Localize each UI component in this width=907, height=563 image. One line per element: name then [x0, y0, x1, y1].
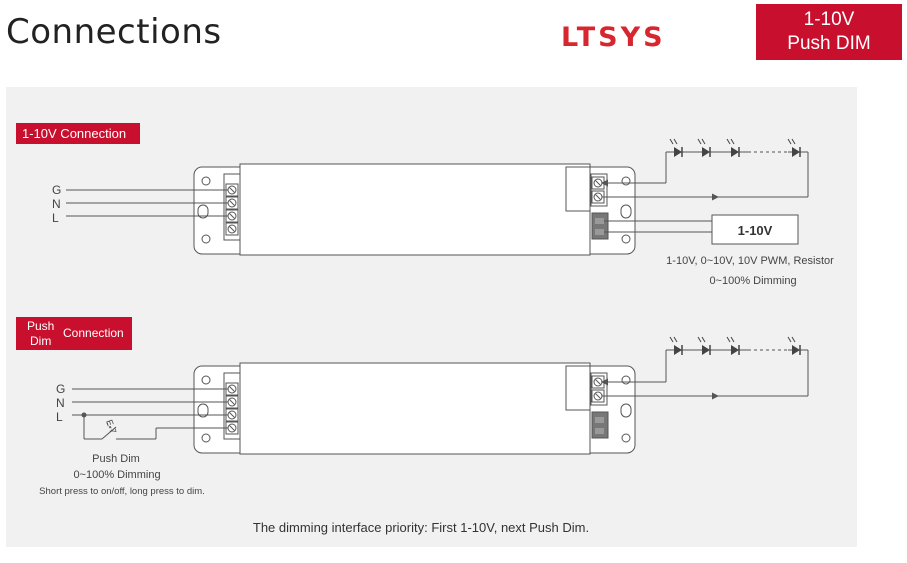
push-dim-note-2: 0~100% Dimming [73, 469, 160, 481]
section2-label-connection: Connection [63, 326, 124, 340]
page-title: Connections [6, 12, 222, 52]
switch-symbol-label: E-7 [104, 418, 118, 435]
push-switch: E-7 [81, 412, 228, 440]
section2-label-dim: Dim [30, 334, 51, 348]
wire-label-g-2: G [56, 382, 65, 396]
badge-line-1: 1-10V [803, 9, 855, 30]
wire-label-g-1: G [52, 183, 61, 197]
dimmer-note-1: 1-10V, 0~10V, 10V PWM, Resistor [666, 255, 834, 267]
dimmer-note-2: 0~100% Dimming [709, 275, 796, 287]
section1-label: 1-10V Connection [22, 126, 126, 141]
led-string-1 [601, 138, 809, 201]
badge-line-2: Push DIM [787, 33, 871, 54]
section1-label-bg [16, 123, 140, 144]
wire-label-l-1: L [52, 211, 59, 225]
mode-badge: 1-10V Push DIM [756, 4, 902, 60]
brand-logo: LTSYS [561, 22, 666, 53]
diagram-panel: 1-10V Connection G N L [6, 87, 857, 547]
wire-label-n-2: N [56, 396, 65, 410]
priority-note: The dimming interface priority: First 1-… [253, 520, 589, 535]
driver-1 [193, 163, 636, 256]
section2-label-bg [16, 317, 132, 350]
wire-label-n-1: N [52, 197, 61, 211]
led-string-2 [601, 336, 809, 400]
push-dim-note-3: Short press to on/off, long press to dim… [39, 486, 205, 497]
push-dim-note-1: Push Dim [92, 453, 140, 465]
driver-2 [193, 362, 636, 455]
wiring-diagram: 1-10V Connection G N L [16, 123, 834, 535]
dimmer-box-label: 1-10V [738, 223, 773, 238]
wire-label-l-2: L [56, 410, 63, 424]
dimmer-box [711, 214, 799, 245]
section2-label-push: Push [27, 319, 54, 333]
